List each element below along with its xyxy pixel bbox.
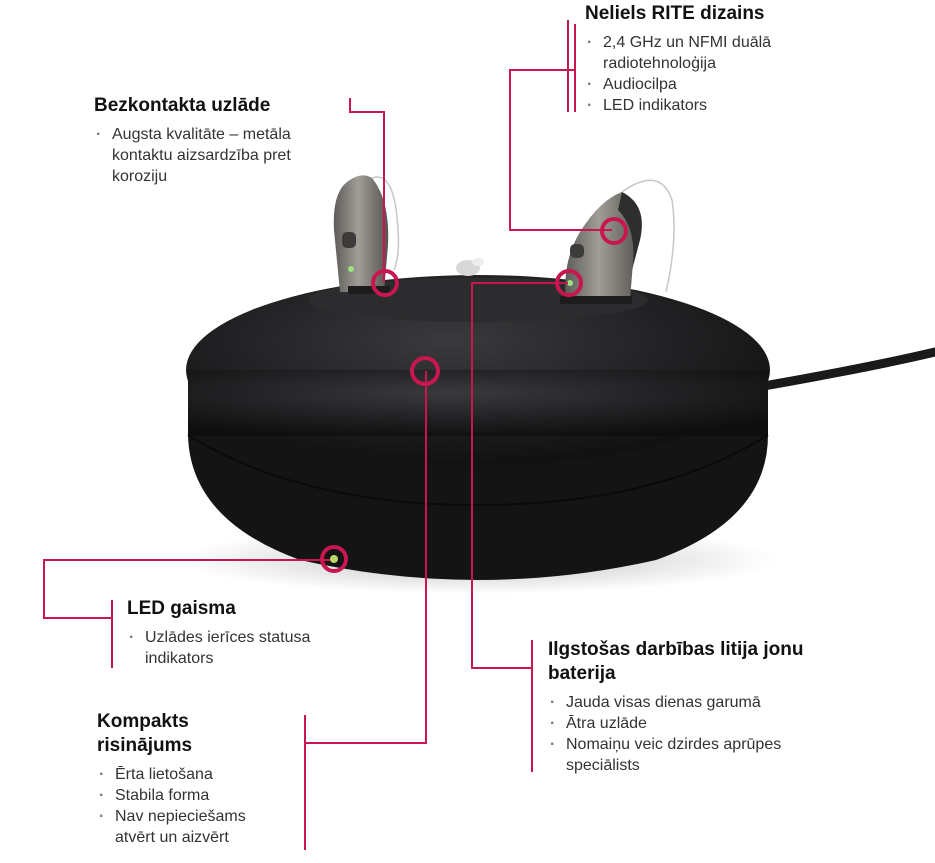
callout-led-list: Uzlādes ierīces statusa indikators	[127, 627, 357, 669]
callout-battery-list: Jauda visas dienas garumā Ātra uzlāde No…	[548, 692, 848, 776]
callout-led-title: LED gaisma	[127, 598, 236, 619]
line-rite	[509, 24, 612, 231]
charger-base-lower	[188, 435, 768, 580]
line-led	[43, 559, 333, 619]
list-item: Jauda visas dienas garumā	[548, 692, 848, 713]
list-item: Uzlādes ierīces statusa indikators	[127, 627, 357, 669]
marker-compact	[410, 356, 440, 386]
callout-led: LED gaisma Uzlādes ierīces statusa indik…	[127, 597, 357, 669]
list-item: Nomaiņu veic dzirdes aprūpes speciālists	[548, 734, 848, 776]
line-battery	[471, 282, 568, 669]
callout-rite-list: 2,4 GHz un NFMI duālā radiotehnoloģija A…	[585, 32, 825, 116]
callout-rite-title: Neliels RITE dizains	[585, 3, 765, 24]
callout-compact-title: Kompakts risinājums	[97, 711, 193, 756]
callout-contactless-title: Bezkontakta uzlāde	[94, 95, 271, 116]
list-item: Stabila forma	[97, 785, 287, 806]
charger-seam	[187, 434, 769, 507]
line-compact	[305, 371, 427, 744]
marker-led	[320, 545, 348, 573]
callout-compact-list: Ērta lietošana Stabila forma Nav nepieci…	[97, 764, 287, 848]
list-item: Ātra uzlāde	[548, 713, 848, 734]
marker-contactless	[371, 269, 399, 297]
list-item: 2,4 GHz un NFMI duālā radiotehnoloģija	[585, 32, 825, 74]
callout-rite: Neliels RITE dizains 2,4 GHz un NFMI duā…	[585, 2, 825, 116]
list-item: Augsta kvalitāte – metāla kontaktu aizsa…	[94, 124, 344, 187]
callout-battery: Ilgstošas darbības litija jonu baterija …	[548, 638, 848, 776]
callout-contactless-list: Augsta kvalitāte – metāla kontaktu aizsa…	[94, 124, 344, 187]
marker-battery	[555, 269, 583, 297]
line-contactless	[349, 98, 385, 282]
list-item: Ērta lietošana	[97, 764, 287, 785]
list-item: LED indikators	[585, 95, 825, 116]
list-item: Nav nepieciešams atvērt un aizvērt	[97, 806, 287, 848]
callout-contactless: Bezkontakta uzlāde Augsta kvalitāte – me…	[94, 94, 344, 187]
list-item: Audiocilpa	[585, 74, 825, 95]
callout-markers	[320, 217, 628, 573]
callout-battery-title: Ilgstošas darbības litija jonu baterija	[548, 639, 804, 684]
left-hearing-aid	[333, 175, 400, 294]
marker-rite	[600, 217, 628, 245]
callout-compact: Kompakts risinājums Ērta lietošana Stabi…	[97, 710, 287, 848]
callout-lines	[43, 20, 612, 850]
